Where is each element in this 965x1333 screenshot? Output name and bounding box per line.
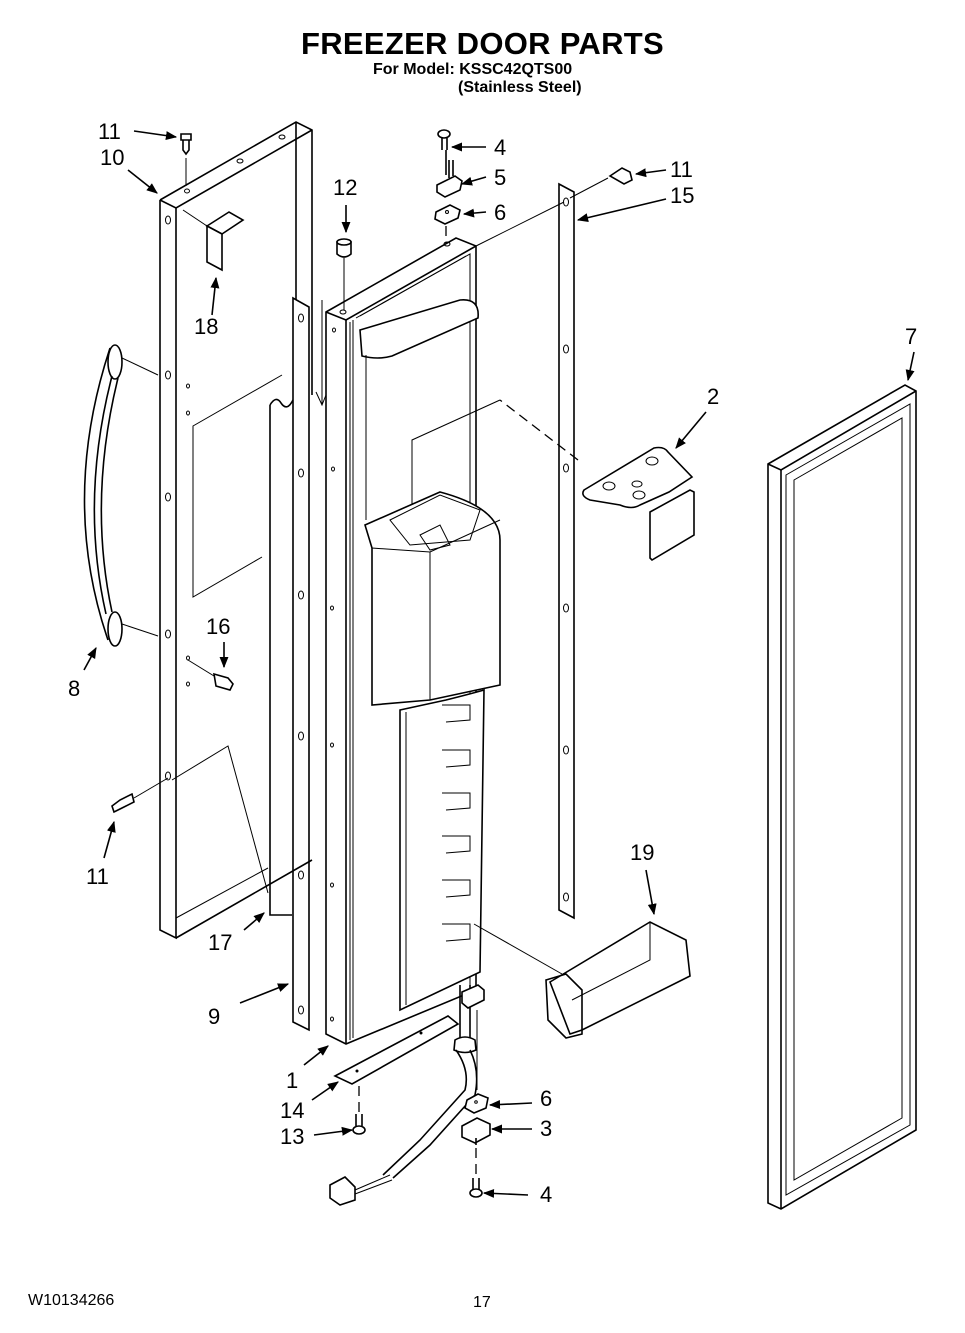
page-title: FREEZER DOOR PARTS <box>300 26 665 61</box>
finish-line: (Stainless Steel) <box>458 79 582 96</box>
hinge-bottom-part-3[interactable] <box>461 1117 491 1175</box>
door-gasket-part-7[interactable] <box>767 384 917 1210</box>
bracket-part-18[interactable] <box>182 209 245 272</box>
callout-11-top-right: 11 <box>670 157 693 182</box>
hinge-cover-part-2[interactable] <box>411 399 695 562</box>
callout-6-top: 6 <box>494 200 506 225</box>
callout-16: 16 <box>206 614 230 639</box>
handle-screw-part-16[interactable] <box>187 659 234 691</box>
shelf-rack-ribs <box>442 704 471 942</box>
trim-strip-left-part-9[interactable] <box>292 296 329 1032</box>
callout-10: 10 <box>100 145 124 170</box>
callout-14: 14 <box>280 1098 304 1123</box>
callout-11-top-left: 11 <box>98 119 121 144</box>
trim-screw-part-13[interactable] <box>352 1114 366 1135</box>
callout-7: 7 <box>905 324 917 349</box>
callout-6-bottom: 6 <box>540 1086 552 1111</box>
callout-18: 18 <box>194 314 218 339</box>
callout-labels: 11 10 18 12 4 5 6 11 15 7 2 8 16 11 17 9… <box>68 119 917 1207</box>
bottom-hinge-bracket[interactable] <box>461 984 485 1090</box>
shim-top-part-6[interactable] <box>434 204 461 244</box>
hinge-top-part-5[interactable] <box>436 150 463 198</box>
screw-side-left-part-11[interactable] <box>111 777 169 814</box>
door-liner-assembly-part-1[interactable] <box>325 237 501 1045</box>
trim-strip-right-part-15[interactable] <box>475 177 609 920</box>
callout-3: 3 <box>540 1116 552 1141</box>
callout-11-side-left: 11 <box>86 864 109 889</box>
callout-1: 1 <box>286 1068 298 1093</box>
door-handle-part-8[interactable] <box>83 344 159 647</box>
callout-19: 19 <box>630 840 654 865</box>
callout-arrows <box>83 130 915 1198</box>
callout-13: 13 <box>280 1124 304 1149</box>
callout-15: 15 <box>670 183 694 208</box>
bushing-part-12[interactable] <box>336 238 352 310</box>
callout-5: 5 <box>494 165 506 190</box>
hinge-screw-bottom-part-4[interactable] <box>469 1178 483 1198</box>
door-panel-frame-part-10[interactable] <box>159 121 313 940</box>
callout-2: 2 <box>707 384 719 409</box>
screw-top-left-part-11[interactable] <box>180 133 192 186</box>
panel-insert-part-17[interactable] <box>269 398 294 916</box>
bottom-trim-part-14[interactable] <box>333 1015 460 1112</box>
document-number: W10134266 <box>28 1292 115 1309</box>
door-shelf-bin-part-19[interactable] <box>473 921 691 1039</box>
callout-12: 12 <box>333 175 357 200</box>
callout-9: 9 <box>208 1004 220 1029</box>
model-line: For Model: KSSC42QTS00 <box>373 61 573 78</box>
callout-17: 17 <box>208 930 232 955</box>
shim-bottom-part-6[interactable] <box>464 1093 489 1114</box>
hinge-screw-top-part-4[interactable] <box>437 129 451 150</box>
callout-8: 8 <box>68 676 80 701</box>
page-number: 17 <box>473 1294 491 1311</box>
callout-4-top: 4 <box>494 135 506 160</box>
screw-top-right-part-11[interactable] <box>608 167 633 185</box>
callout-4-bottom: 4 <box>540 1182 552 1207</box>
